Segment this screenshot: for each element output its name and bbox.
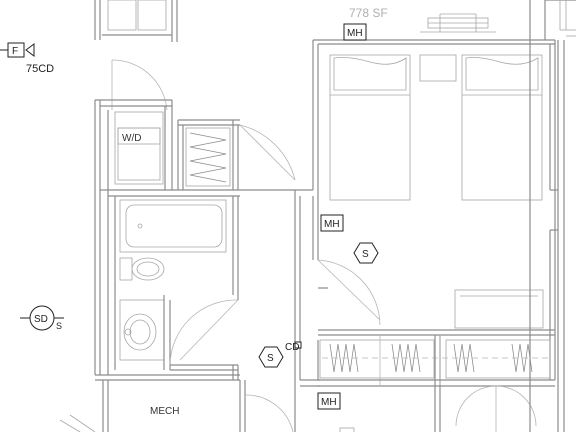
- exterior-wall-right: [529, 0, 576, 432]
- mh-tag-mid: MH: [320, 214, 344, 232]
- speaker-lower-label: S: [267, 353, 274, 364]
- bedroom: [313, 39, 558, 380]
- speaker-upper-label: S: [362, 249, 369, 260]
- mh-tag-bottom: MH: [317, 392, 341, 410]
- speaker-lower-tag: CD: [285, 342, 299, 353]
- fire-alarm-label: F: [12, 46, 18, 57]
- desk: [454, 289, 544, 329]
- sink: [123, 313, 157, 351]
- smoke-detector-label: SD: [34, 314, 48, 325]
- bed-right: [461, 54, 543, 201]
- washer-dryer-unit: W/D: [114, 111, 164, 185]
- bed-left: [329, 54, 411, 201]
- room-area-label: 778 SF: [349, 6, 388, 20]
- mech-label: MECH: [150, 406, 179, 417]
- top-window: [420, 13, 496, 33]
- toilet-tank: [119, 257, 133, 281]
- fire-alarm-sub-label: 75CD: [26, 63, 54, 75]
- linen-closet: [100, 119, 296, 197]
- bathtub: [125, 204, 223, 248]
- mech-room: MECH: [150, 380, 294, 432]
- bedroom-west-wall: [294, 40, 320, 432]
- washer-dryer-label: W/D: [122, 133, 141, 144]
- mh-tag-top-label: MH: [347, 28, 363, 39]
- smoke-detector-symbol: SD S: [20, 305, 64, 331]
- mh-tag-bottom-label: MH: [321, 397, 337, 408]
- left-wall-stack: [59, 0, 240, 432]
- bathroom: [114, 196, 239, 380]
- corridor-door: [95, 59, 173, 190]
- speaker-symbol-upper: S: [353, 242, 379, 264]
- toilet-bowl: [131, 257, 165, 281]
- closet-row: [318, 335, 555, 432]
- bottom-edge-fragment: [339, 427, 355, 432]
- mh-tag-top: MH: [343, 23, 367, 41]
- top-cabinets: [102, 0, 178, 42]
- bedroom-entry-door: [317, 259, 381, 326]
- speaker-symbol-lower: S CD: [258, 341, 302, 368]
- fire-alarm-symbol: F 75CD: [0, 42, 54, 75]
- mh-tag-mid-label: MH: [324, 219, 340, 230]
- smoke-detector-sub-label: S: [56, 321, 62, 331]
- nightstand: [419, 54, 457, 82]
